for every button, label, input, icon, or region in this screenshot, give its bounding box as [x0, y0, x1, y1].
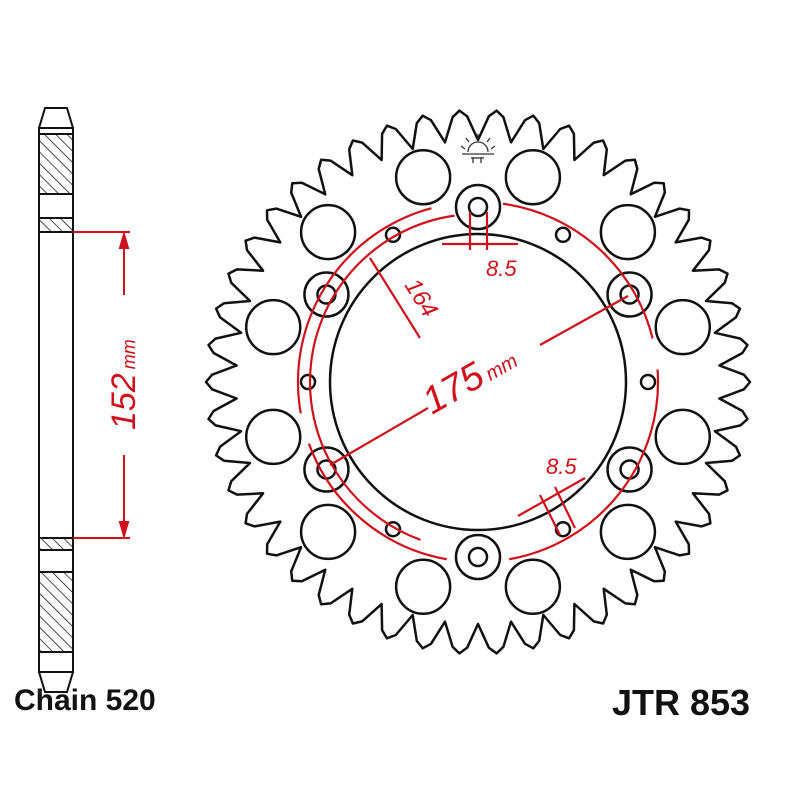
part-number: JTR 853 [612, 682, 751, 723]
lightening-hole [394, 558, 452, 616]
sprocket-dimensions [296, 202, 660, 561]
center-bore [328, 232, 628, 532]
bolt-hole-dimension-line [517, 477, 586, 517]
bolt-hole-bottom-label: 8.5 [546, 454, 577, 479]
lightening-hole [654, 298, 712, 356]
small-hole [384, 520, 402, 538]
pcd-arc [307, 443, 447, 561]
tooth-outline [204, 109, 752, 655]
lightening-hole [599, 503, 657, 561]
inner-bolt-dimension-line [369, 257, 421, 339]
lightening-hole [244, 298, 302, 356]
bolt-hole-top-label: 8.5 [486, 256, 517, 281]
small-hole [639, 373, 657, 391]
lightening-hole [504, 558, 562, 616]
pcd-arc [509, 369, 660, 561]
hub-diameter-label: 152mm [105, 339, 143, 430]
chain-label: Chain 520 [14, 684, 156, 717]
small-hole [554, 226, 572, 244]
bolt-boss [303, 446, 350, 493]
bolt-hole [467, 196, 489, 218]
hub-dimension [73, 230, 130, 540]
bolt-boss [606, 271, 653, 318]
lightening-hole [599, 203, 657, 261]
lightening-hole [504, 148, 562, 206]
pcd-arc [502, 202, 654, 339]
pcd-dimension-line [329, 407, 429, 466]
bolt-boss [606, 446, 653, 493]
side-profile [38, 107, 74, 693]
small-hole [384, 226, 402, 244]
pcd-arc [296, 207, 432, 414]
lightening-hole [299, 203, 357, 261]
bolt-boss [303, 271, 350, 318]
bolt-boss [454, 533, 502, 581]
sprocket-face [204, 109, 752, 655]
bolt-hole [467, 546, 489, 568]
sunrise-logo [460, 134, 496, 163]
pcd-dimension-line [539, 295, 629, 346]
inner-circle-arc [308, 214, 455, 541]
lightening-hole [299, 503, 357, 561]
small-hole [299, 373, 317, 391]
lightening-hole [654, 408, 712, 466]
bolt-boss [454, 183, 502, 231]
lightening-hole [244, 408, 302, 466]
lightening-hole [394, 148, 452, 206]
